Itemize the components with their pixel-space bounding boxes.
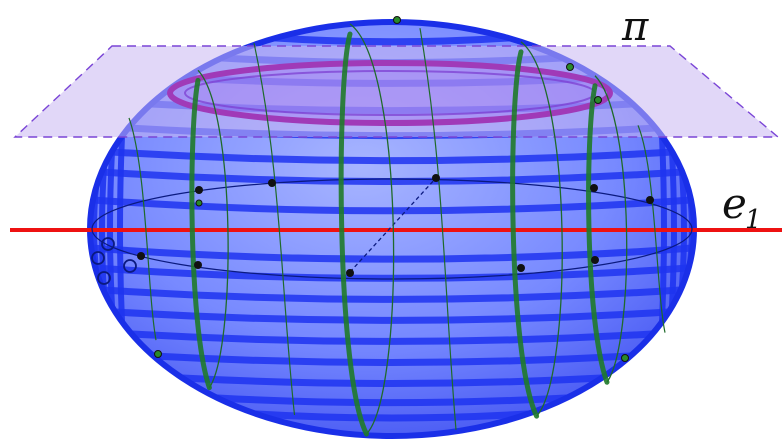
point	[195, 199, 203, 207]
spiral-back-arc	[520, 41, 563, 417]
plane-label: π	[621, 4, 649, 50]
open-circle-marker	[123, 259, 137, 273]
point	[590, 184, 598, 192]
latitude-band	[253, 410, 531, 422]
spiral-front-arc	[510, 49, 540, 419]
spiral-curve	[128, 23, 666, 437]
axis-label: e	[722, 179, 747, 228]
latitude-band	[128, 330, 656, 345]
open-circle-markers	[91, 237, 137, 285]
latitude-band	[98, 168, 686, 186]
point	[566, 63, 574, 71]
spiral-back-arc	[349, 23, 395, 435]
latitude-band	[90, 244, 694, 263]
point	[268, 179, 276, 187]
intersection-ring	[167, 60, 613, 126]
spiral-back-arc	[594, 75, 628, 383]
spiral-front-arc	[189, 77, 212, 391]
open-circle-marker	[91, 251, 105, 265]
point	[393, 16, 401, 24]
point	[154, 350, 162, 358]
point	[432, 174, 440, 182]
point	[591, 256, 599, 264]
marked-points	[137, 174, 654, 277]
spiral-front-arc	[586, 83, 610, 385]
latitude-band	[150, 352, 634, 366]
green-points	[154, 16, 629, 362]
equator-back	[91, 178, 693, 230]
latitude-band	[272, 34, 512, 46]
axis-label-subscript: 1	[745, 205, 762, 235]
latitude-band	[178, 374, 606, 388]
point	[594, 96, 602, 104]
point	[137, 252, 145, 260]
latitude-band	[91, 264, 693, 282]
spiral-thin-arc	[253, 42, 296, 416]
open-circle-marker	[101, 237, 115, 251]
spiral-front-arc	[338, 31, 369, 437]
spiral-thin-arc	[637, 125, 666, 333]
point	[646, 196, 654, 204]
latitude-band	[108, 148, 676, 165]
latitude-band	[214, 394, 570, 407]
spiral-back-arc	[197, 69, 229, 388]
latitude-band	[99, 286, 685, 303]
plane-pi	[13, 45, 780, 138]
point	[517, 264, 525, 272]
open-circle-marker	[97, 271, 111, 285]
point	[195, 186, 203, 194]
spiral-thin-arc	[419, 28, 457, 430]
latitude-band	[90, 196, 694, 215]
spiral-thin-arc	[128, 117, 157, 341]
point	[346, 269, 354, 277]
point	[621, 354, 629, 362]
point	[194, 261, 202, 269]
